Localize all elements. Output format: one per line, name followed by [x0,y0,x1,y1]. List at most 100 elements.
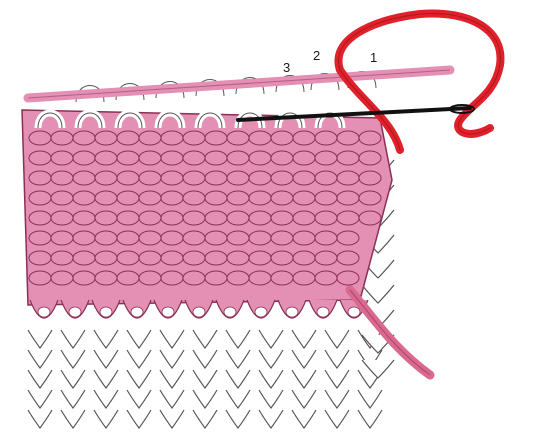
knit-stitch [29,191,51,205]
knit-stitch [205,171,227,185]
knit-stitch [29,171,51,185]
knit-stitch [117,211,139,225]
knit-stitch [73,251,95,265]
rib-stitch [193,370,217,388]
knit-stitch [271,211,293,225]
knit-stitch [139,211,161,225]
knit-stitch [73,231,95,245]
knit-stitch [117,191,139,205]
rib-stitch [160,330,184,348]
knit-stitch [337,211,359,225]
knit-stitch [249,131,271,145]
knit-stitch [29,251,51,265]
rib-stitch [127,350,151,368]
rib-stitch [292,330,316,348]
knit-stitch [183,131,205,145]
knit-stitch [117,131,139,145]
knit-stitch [117,171,139,185]
knit-stitch [249,231,271,245]
knit-stitch [227,251,249,265]
knit-stitch [51,231,73,245]
rib-stitch [325,370,349,388]
rib-stitch [160,370,184,388]
knit-stitch [227,131,249,145]
knit-stitch [249,271,271,285]
knit-stitch [139,231,161,245]
knit-stitch [183,271,205,285]
bind-off-hole [286,307,298,317]
knit-stitch [227,151,249,165]
knit-stitch [293,251,315,265]
knit-stitch [51,131,73,145]
knit-stitch [139,191,161,205]
rib-stitch [193,410,217,428]
knit-stitch [139,171,161,185]
knit-stitch [271,251,293,265]
rib-stitch [160,350,184,368]
knit-stitch [249,151,271,165]
knit-stitch [205,151,227,165]
rib-stitch [94,370,118,388]
rib-stitch [292,370,316,388]
knit-stitch [183,211,205,225]
knit-stitch [139,251,161,265]
rib-stitch [226,410,250,428]
knit-stitch [161,211,183,225]
knit-stitch [117,271,139,285]
knit-stitch [337,191,359,205]
knit-stitch [205,271,227,285]
knit-stitch [117,231,139,245]
bind-off-hole [255,307,267,317]
knit-stitch [249,191,271,205]
rib-stitch [259,330,283,348]
knit-stitch [359,191,381,205]
rib-stitch [226,350,250,368]
rib-stitch [193,390,217,408]
knit-stitch [183,151,205,165]
knit-stitch [205,231,227,245]
knitted-fabric [22,110,392,305]
rib-stitch [292,390,316,408]
bind-off-hole [100,307,112,317]
bind-off-hole [193,307,205,317]
knit-stitch [249,171,271,185]
knit-stitch [293,271,315,285]
knit-stitch [337,251,359,265]
knit-stitch [315,231,337,245]
knit-stitch [315,271,337,285]
rib-stitch [28,350,52,368]
rib-stitch [193,330,217,348]
label-3: 3 [283,60,290,75]
knit-stitch [139,271,161,285]
label-2: 2 [313,48,320,63]
knit-stitch [315,191,337,205]
knit-stitch [271,271,293,285]
rib-stitch [127,410,151,428]
rib-stitch [94,390,118,408]
knit-stitch [359,211,381,225]
knit-stitch [139,131,161,145]
rib-stitch [226,390,250,408]
bind-off-hole [38,307,50,317]
knit-stitch [271,131,293,145]
knit-stitch [227,271,249,285]
rib-stitch [28,330,52,348]
knit-stitch [205,211,227,225]
knit-stitch [293,151,315,165]
knit-stitch [73,211,95,225]
rib-stitch [292,410,316,428]
rib-stitch [358,390,382,408]
rib-stitch [325,350,349,368]
knit-stitch [73,271,95,285]
rib-stitch [325,330,349,348]
knit-stitch [293,191,315,205]
knit-stitch [73,171,95,185]
rib-stitch [226,330,250,348]
bind-off-hole [317,307,329,317]
knit-stitch [161,131,183,145]
rib-stitch [61,410,85,428]
knit-stitch [161,251,183,265]
rib-stitch [358,410,382,428]
knit-stitch [51,171,73,185]
knit-stitch [337,231,359,245]
